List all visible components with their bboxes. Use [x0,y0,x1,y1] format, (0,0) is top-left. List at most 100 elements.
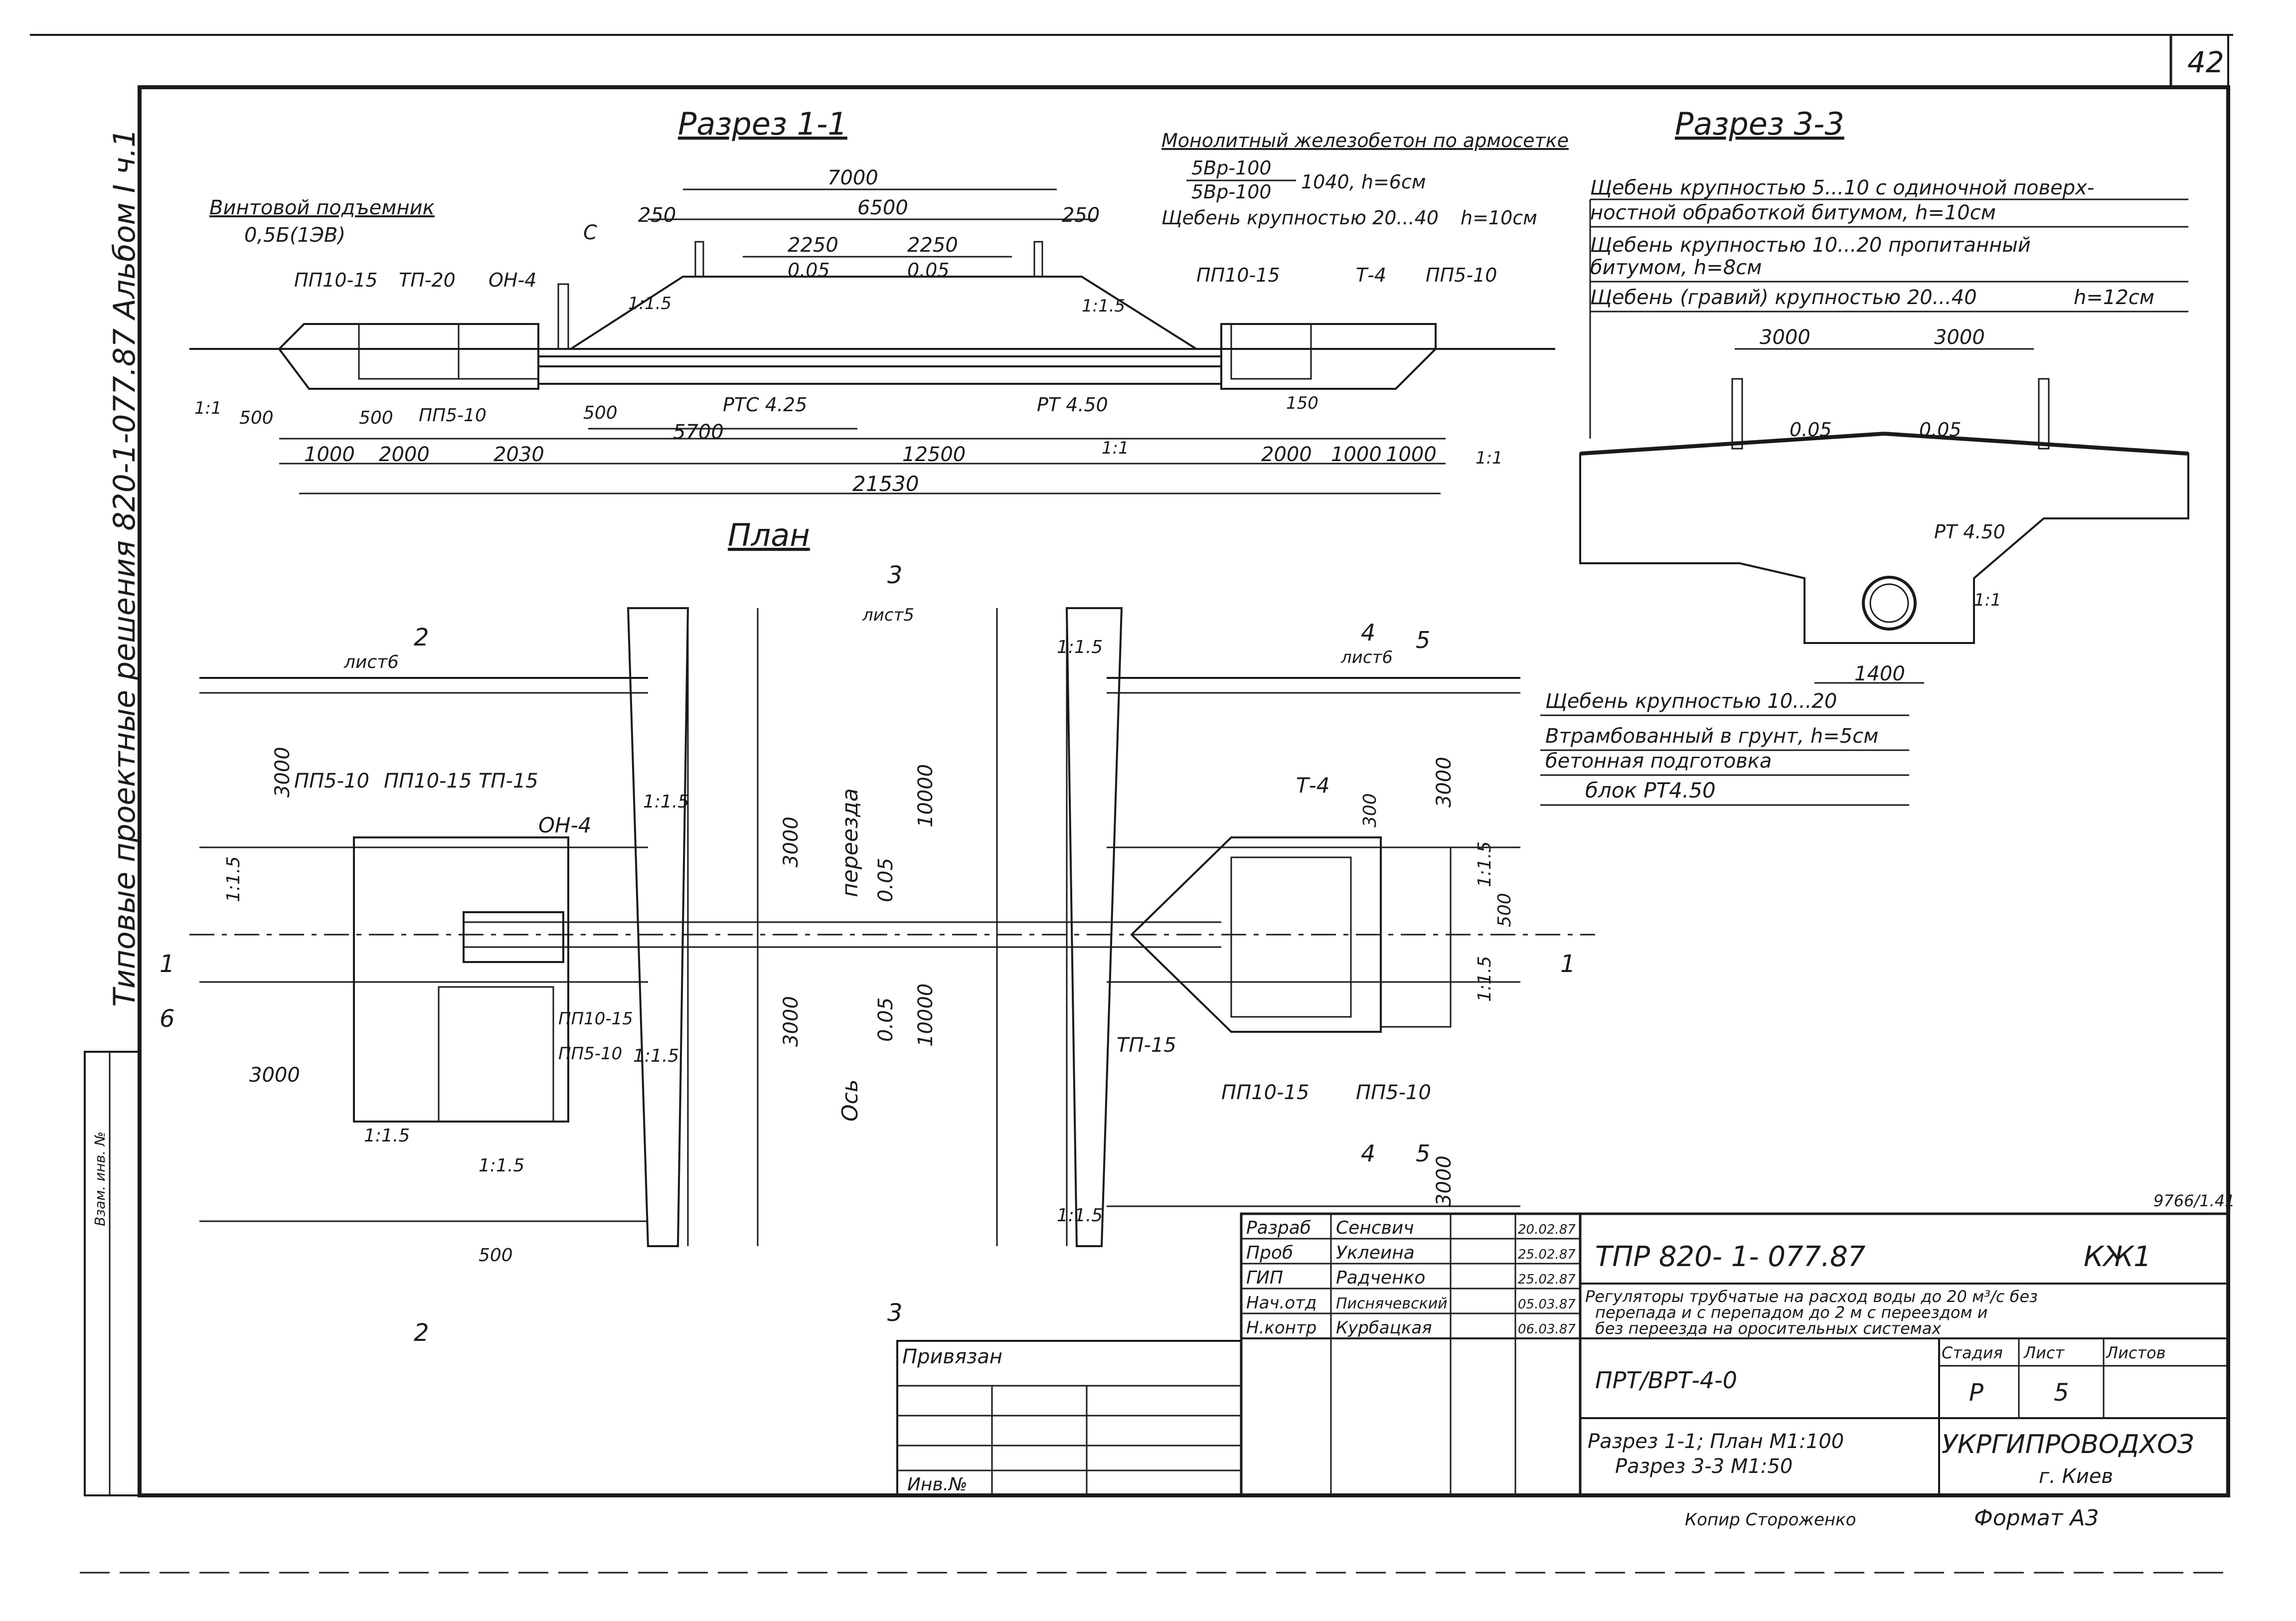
plan-slope-a: 1:1.5 [1057,637,1103,657]
drawing-title-1: Разрез 1-1; План М1:100 [1588,1430,1844,1453]
plan-slope-i: 1:1.5 [1475,956,1495,1002]
dim-3000-left: 3000 [1760,326,1810,349]
dim-7000: 7000 [827,166,878,189]
row-name-3: Писнячевский [1336,1295,1448,1312]
plan-dim-3000-e: 3000 [1433,757,1456,808]
document-code: ТПР 820- 1- 077.87 [1595,1241,1866,1273]
cut-3-bottom: 3 [887,1299,903,1327]
format-label: Формат А3 [1974,1505,2099,1531]
plan-slope-h: 1:1.5 [1475,841,1495,887]
bottom-note-3: бетонная подготовка [1545,750,1772,773]
legend-fraction-suffix: 1040, h=6см [1301,171,1426,193]
bottom-note-4: блок РТ4.50 [1585,778,1716,803]
layer-2b: битумом, h=8см [1590,256,1762,279]
plan-on4: ОН-4 [538,813,592,837]
dim-2000: 2000 [379,443,430,466]
slope-left: 0.05 [788,259,830,281]
plan-dim-500: 500 [1494,893,1515,927]
dim-2250-left: 2250 [788,234,838,257]
legend-fraction-bottom: 5Вр-100 [1191,181,1272,203]
rtc-label: РТС 4.25 [723,394,807,416]
bound-label: Привязан [902,1345,1002,1368]
plan-dim-3000-d: 3000 [249,1064,300,1087]
plan-sheet5: лист5 [862,605,914,625]
cut-3-top: 3 [887,561,903,589]
tp20-label: ТП-20 [399,269,456,291]
pipe-label-3-3: РТ 4.50 [1934,521,2005,543]
layer-3-h: h=12см [2074,286,2154,309]
legend-line2: Щебень крупностью 20...40 [1161,207,1439,229]
row-name-4: Курбацкая [1336,1318,1432,1338]
dim-5700: 5700 [673,421,724,444]
side-series-label: Типовые проектные решения 820-1-077.87 [107,328,142,1007]
row-role-3: Нач.отд [1246,1293,1316,1313]
plan-dim-3000-f: 3000 [1433,1155,1456,1206]
dim-3000-right: 3000 [1934,326,1985,349]
description-2: перепада и с перепадом до 2 м с переездо… [1595,1303,1988,1322]
bottom-note-2: Втрамбованный в грунт, h=5см [1545,725,1878,748]
cut-2-bottom: 2 [414,1319,429,1347]
cut-5-bottom: 5 [1416,1140,1430,1167]
plan-dim-10000-b: 10000 [914,983,937,1047]
section-3-3: Разрез 3-3 Щебень крупностью 5...10 с од… [1540,106,2189,806]
plan-tp15-b: ТП-15 [1117,1034,1176,1057]
pp10-15-left-label: ПП10-15 [294,269,378,291]
row-role-0: Разраб [1246,1218,1311,1238]
t4-label: Т-4 [1356,264,1386,286]
plan-pp5-10: ПП5-10 [294,770,369,793]
cut-1-left: 1 [160,950,175,978]
copy-note: 9766/1.41 [2153,1191,2235,1210]
city: г. Киев [2039,1465,2113,1488]
row-date-1: 25.02.87 [1518,1247,1576,1262]
plan-slope-c: 1:1.5 [1057,1205,1103,1226]
dim-2000-right: 2000 [1261,443,1312,466]
legend-line2-h: h=10см [1461,207,1537,229]
row-date-0: 20.02.87 [1518,1222,1576,1237]
plan-dim-300: 300 [1360,793,1380,827]
dim-12500: 12500 [902,443,966,466]
cut-4-top: 4 [1361,619,1375,646]
dim-500-a: 500 [239,408,274,428]
dim-500-c: 500 [583,403,618,423]
pp5-10-left-label: ПП5-10 [419,405,487,426]
c-label: С [583,221,597,244]
lift-label: Винтовой подъемник [209,196,435,219]
sheet-value: 5 [2054,1379,2069,1407]
dim-250-left: 250 [638,204,676,227]
layer-1b: ностной обработкой битумом, h=10см [1590,201,1996,224]
pp10-15-right-label: ПП10-15 [1196,264,1280,286]
dim-6500: 6500 [857,196,908,219]
sheet-header: Лист [2023,1343,2065,1362]
organization: УКРГИПРОВОДХОЗ [1942,1430,2194,1459]
plan-slope-f: 1:1.5 [633,1046,679,1066]
plan-view: План ПП5-10 ПП10-15 ТП- [160,517,1595,1347]
plan-slope-e: 1:1.5 [479,1155,524,1176]
dim-1000: 1000 [304,443,355,466]
plan-pp5-10-c: ПП5-10 [1356,1081,1431,1104]
slope-1-1-b: 1:1 [1102,438,1129,458]
sheets-header: Листов [2106,1343,2166,1362]
row-name-2: Радченко [1336,1268,1425,1288]
inv-label: Инв.№ [907,1474,968,1495]
description-3: без переезда на оросительных системах [1595,1319,1942,1338]
plan-dim-10000-a: 10000 [914,764,937,827]
plan-sheet6-left: лист6 [343,652,399,672]
plan-dim-3000-a: 3000 [780,816,803,867]
plan-dim-3000-b: 3000 [780,996,803,1047]
slope-1-1-a: 1:1 [194,398,222,418]
dim-150: 150 [1286,393,1318,413]
dim-1000-r2: 1000 [1386,443,1437,466]
rt450-label: РТ 4.50 [1037,394,1108,416]
slope-3-3-left: 0.05 [1790,419,1832,441]
dim-21530: 21530 [852,472,919,496]
plan-pp10-15-c: ПП10-15 [1221,1081,1309,1104]
plan-title: План [728,517,810,553]
layer-2a: Щебень крупностью 10...20 пропитанный [1590,234,2031,257]
row-name-1: Уклеина [1336,1243,1415,1263]
plan-sheet6-right: лист6 [1340,648,1393,667]
plan-crossing: переезда [837,788,863,897]
slope-right: 0.05 [907,259,950,281]
side-album-label: Альбом I ч.1 [107,129,142,321]
